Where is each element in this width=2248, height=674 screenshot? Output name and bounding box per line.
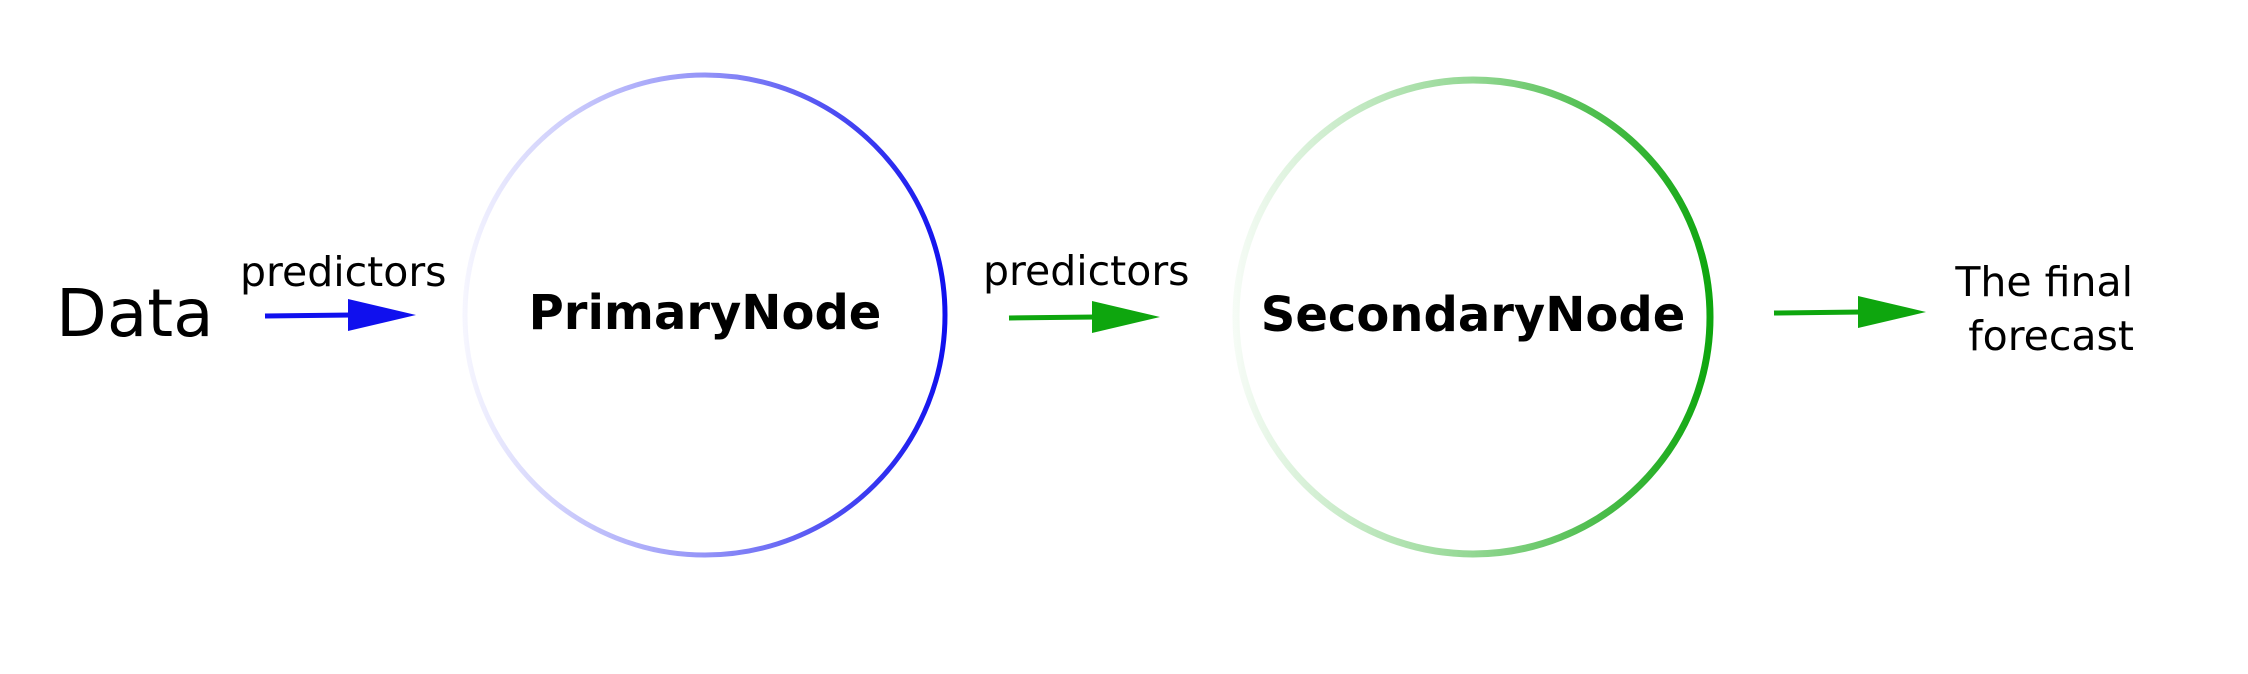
edge-label-1: predictors [240,248,447,296]
secondary-node: SecondaryNode [1232,76,1714,558]
primary-node-label: PrimaryNode [529,285,882,341]
output-label: The final forecast [1954,258,2134,360]
output-label-line-2: forecast [1968,312,2134,360]
arrow-primary-to-secondary [1008,301,1160,333]
arrow-data-to-primary [264,299,416,331]
edge-label-2: predictors [983,247,1190,295]
arrow-secondary-to-output [1773,296,1926,328]
output-label-line-1: The final [1954,258,2133,306]
input-label: Data [56,275,214,352]
primary-node: PrimaryNode [462,72,948,558]
secondary-node-label: SecondaryNode [1261,287,1686,343]
